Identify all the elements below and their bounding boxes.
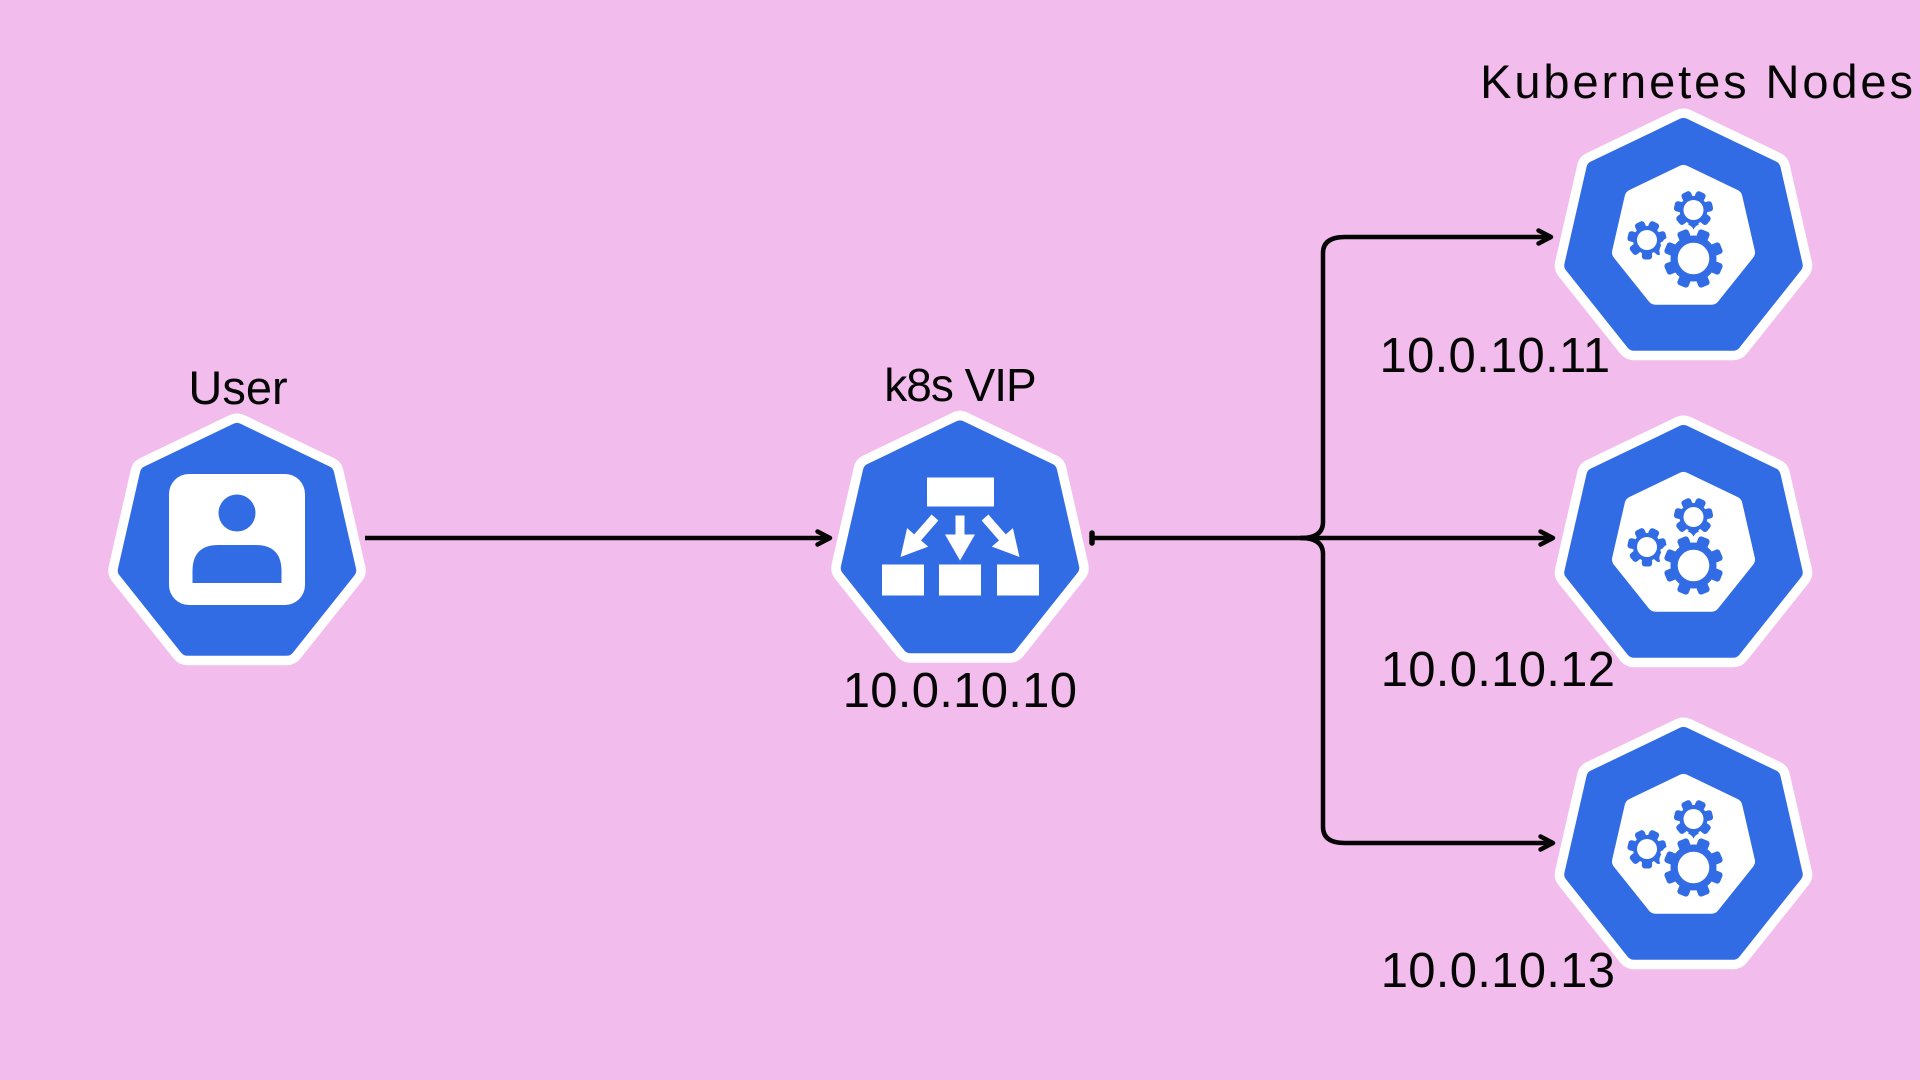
svg-text:10.0.10.10: 10.0.10.10: [843, 664, 1078, 718]
svg-text:10.0.10.12: 10.0.10.12: [1381, 643, 1616, 697]
svg-text:10.0.10.13: 10.0.10.13: [1381, 944, 1616, 998]
svg-text:k8s VIP: k8s VIP: [884, 359, 1036, 411]
svg-text:User: User: [188, 361, 287, 414]
svg-text:Kubernetes Nodes: Kubernetes Nodes: [1480, 55, 1916, 108]
svg-text:10.0.10.11: 10.0.10.11: [1380, 329, 1611, 383]
